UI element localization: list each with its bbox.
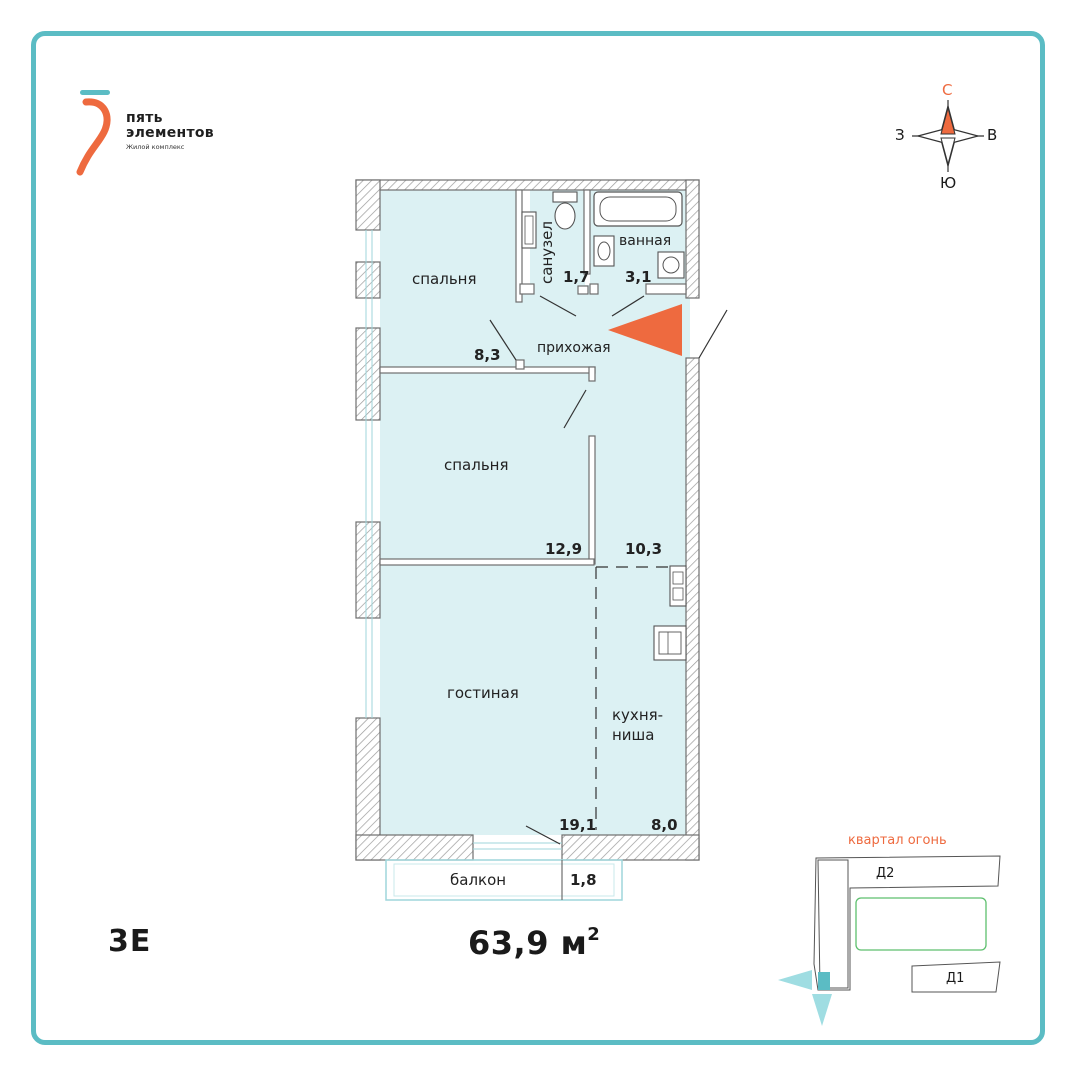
washbasin-icon bbox=[593, 235, 615, 267]
stove-icon bbox=[669, 565, 687, 607]
view-arrow-icon bbox=[778, 970, 812, 990]
apartment-total-area: 63,9 м2 bbox=[468, 924, 600, 962]
interior-walls bbox=[379, 189, 687, 566]
door-swings bbox=[489, 295, 728, 845]
room-area-hall: 10,3 bbox=[625, 540, 663, 558]
room-area-kitchen: 8,0 bbox=[651, 816, 678, 834]
view-arrow-icon-south bbox=[812, 994, 832, 1026]
room-area-balcony: 1,8 bbox=[570, 871, 597, 889]
apartment-area-unit-sup: 2 bbox=[587, 924, 601, 945]
minimap-apartment-marker bbox=[818, 972, 830, 990]
room-label-bedroom2: спальня bbox=[444, 456, 509, 474]
bathtub-icon bbox=[593, 191, 683, 227]
minimap-building-d1: Д1 bbox=[946, 971, 965, 986]
compass-west-label: З bbox=[895, 126, 905, 144]
room-area-living: 19,1 bbox=[559, 816, 597, 834]
room-label-kitchen-line2: ниша bbox=[612, 726, 655, 744]
minimap bbox=[813, 855, 1001, 993]
brand-name-line2: элементов bbox=[126, 125, 214, 141]
exterior-walls bbox=[355, 179, 700, 861]
sink-wc-icon bbox=[521, 211, 537, 249]
compass-icon bbox=[912, 100, 984, 172]
room-label-wc: санузел bbox=[538, 221, 556, 284]
minimap-title: квартал огонь bbox=[848, 833, 947, 848]
room-label-balcony: балкон bbox=[450, 871, 507, 889]
room-area-wc: 1,7 bbox=[563, 268, 590, 286]
entrance-marker-icon bbox=[608, 304, 682, 356]
washing-machine-icon bbox=[657, 251, 685, 279]
compass-south-label: Ю bbox=[940, 174, 957, 192]
page-frame bbox=[31, 31, 1045, 1045]
room-label-hall: прихожая bbox=[537, 340, 611, 356]
brand-logo-icon bbox=[76, 90, 111, 176]
compass-north-label: С bbox=[942, 81, 953, 99]
minimap-building-d2: Д2 bbox=[876, 866, 895, 881]
zone-divider bbox=[595, 566, 680, 830]
apartment-area-value: 63,9 м bbox=[468, 924, 588, 962]
brand-subtitle: Жилой комплекс bbox=[126, 143, 185, 151]
room-area-bathroom: 3,1 bbox=[625, 268, 652, 286]
brand-name: пять элементов bbox=[126, 111, 214, 141]
room-label-kitchen-line1: кухня- bbox=[612, 706, 664, 724]
room-area-bedroom1: 8,3 bbox=[474, 346, 501, 364]
room-label-living: гостиная bbox=[447, 684, 519, 702]
balcony-outline bbox=[385, 859, 623, 901]
floor-area bbox=[380, 190, 690, 835]
brand-name-line1: пять bbox=[126, 110, 163, 126]
apartment-type: 3Е bbox=[108, 924, 152, 959]
room-label-bathroom: ванная bbox=[619, 233, 672, 249]
toilet-icon bbox=[552, 191, 578, 230]
compass-east-label: В bbox=[987, 126, 998, 144]
room-label-bedroom1: спальня bbox=[412, 270, 477, 288]
kitchen-sink-icon bbox=[653, 625, 687, 661]
room-area-bedroom2: 12,9 bbox=[545, 540, 583, 558]
